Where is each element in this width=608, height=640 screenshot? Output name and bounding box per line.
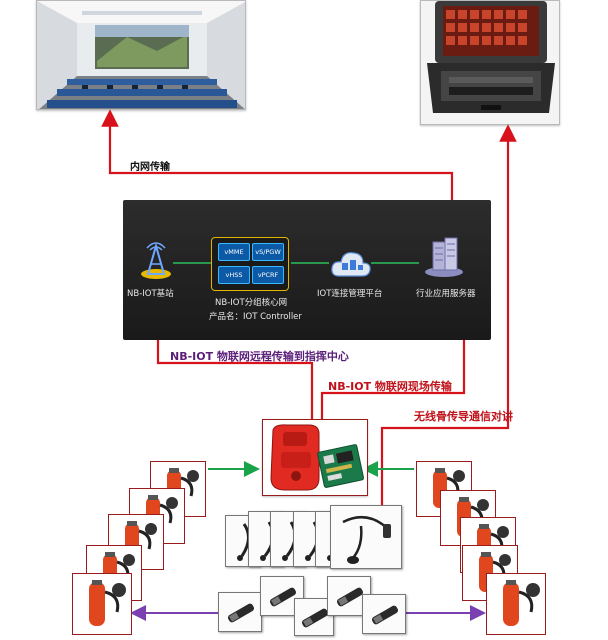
core-title-label: NB-IOT分组核心网 [215, 298, 288, 308]
nb-onsite-label: NB-IOT 物联网现场传输 [328, 380, 452, 393]
iot-platform-label: IOT连接管理平台 [317, 289, 383, 299]
earpiece-photo [330, 505, 402, 569]
antenna-tower-icon [141, 242, 171, 279]
core-box-vspgw: vS/PGW [252, 243, 284, 261]
nb-remote-label: NB-IOT 物联网远程传输到指挥中心 [170, 350, 349, 363]
core-box-vmme: vMME [218, 243, 250, 261]
command-center-photo [36, 0, 246, 110]
network-links [173, 262, 419, 264]
breathing-apparatus-photo [72, 573, 132, 635]
core-network-group: vMME vS/PGW vHSS vPCRF [211, 237, 289, 291]
network-panel: NB-IOT基站 vMME vS/PGW vHSS vPCRF NB-IOT分组… [123, 200, 491, 340]
cloud-icon [331, 252, 371, 277]
rugged-case-photo [420, 0, 560, 125]
intranet-label: 内网传输 [130, 162, 170, 173]
core-box-vhss: vHSS [218, 266, 250, 284]
gateway-device-photo [262, 419, 368, 496]
earpiece-photo [218, 592, 262, 632]
app-server-label: 行业应用服务器 [416, 289, 476, 299]
breathing-apparatus-photo [486, 573, 546, 635]
server-icon [425, 237, 463, 277]
bone-label: 无线骨传导通信对讲 [414, 410, 513, 423]
core-box-vpcrf: vPCRF [252, 266, 284, 284]
earpiece-photo [362, 594, 406, 634]
core-product-label: 产品名：IOT Controller [209, 312, 302, 322]
base-station-label: NB-IOT基站 [127, 289, 174, 299]
